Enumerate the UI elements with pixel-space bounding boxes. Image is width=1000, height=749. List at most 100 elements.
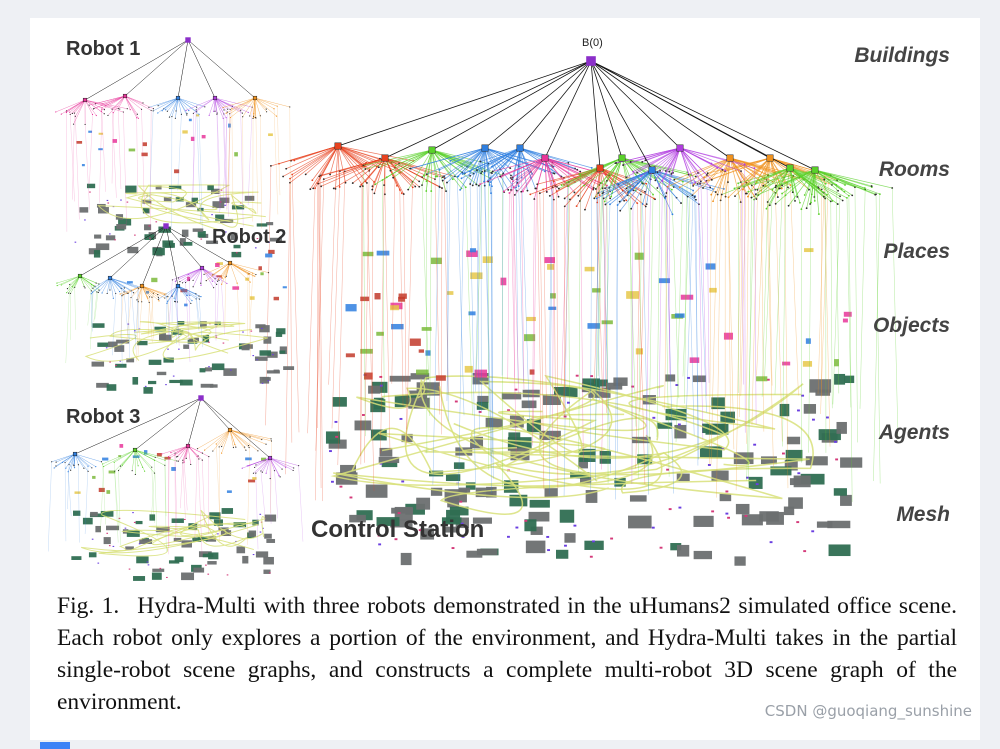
place-node (414, 185, 417, 188)
mesh-block (200, 383, 214, 388)
room-place-edge (500, 157, 546, 177)
room-place-edge (769, 157, 838, 181)
room-place-edge (519, 147, 592, 169)
place-node (636, 171, 638, 174)
room-node (227, 427, 233, 433)
place-node (201, 459, 203, 461)
place-mesh-edge (537, 184, 542, 431)
mesh-marker (707, 464, 711, 466)
mesh-block (94, 234, 102, 239)
mesh-marker (812, 418, 815, 421)
place-node (373, 192, 376, 195)
object-node (232, 286, 240, 290)
room-node (596, 164, 604, 172)
place-node (602, 197, 605, 200)
room-place-edge (134, 449, 156, 458)
mesh-block (328, 439, 347, 449)
place-node (257, 450, 259, 452)
room-place-edge (569, 167, 601, 200)
room-place-edge (229, 429, 272, 440)
place-node (656, 171, 659, 174)
mesh-block (544, 488, 558, 498)
mesh-block (475, 487, 494, 498)
place-mesh-edge (270, 478, 272, 524)
place-mesh-edge (384, 194, 391, 451)
mesh-block (135, 520, 143, 525)
mesh-block (379, 447, 393, 457)
room-place-edge (167, 97, 179, 112)
object-node (196, 114, 200, 117)
object-node (843, 311, 852, 317)
room-place-edge (187, 445, 191, 465)
place-node (204, 106, 206, 108)
mesh-block (770, 466, 792, 476)
mesh-block (501, 392, 522, 400)
mesh-block (210, 188, 220, 194)
mesh-block (97, 342, 111, 347)
room-place-edge (359, 157, 386, 187)
object-node (466, 250, 478, 257)
place-node (187, 294, 189, 296)
mesh-marker (138, 543, 141, 545)
place-node (768, 204, 771, 207)
mesh-marker (207, 573, 210, 575)
place-node (119, 108, 121, 110)
place-node (694, 175, 697, 178)
place-node (776, 196, 779, 198)
room-place-edge (124, 95, 142, 110)
agent-trajectory (125, 191, 259, 227)
object-node (680, 294, 694, 300)
object-node (363, 372, 373, 380)
mesh-block (142, 208, 149, 213)
place-node (192, 279, 194, 282)
object-node (468, 311, 476, 316)
mesh-marker (165, 384, 167, 386)
place-mesh-edge (382, 179, 385, 404)
place-node (625, 187, 628, 190)
mesh-block (114, 345, 125, 352)
place-node (73, 112, 76, 114)
room-place-edge (70, 99, 86, 115)
mesh-block (553, 386, 578, 397)
mesh-block (416, 497, 431, 510)
room-place-edge (679, 147, 742, 172)
mesh-block (248, 530, 257, 537)
place-mesh-edge (65, 284, 70, 364)
mesh-marker (459, 500, 463, 503)
place-node (235, 446, 237, 448)
room-node (726, 154, 734, 162)
place-mesh-edge (446, 160, 451, 401)
mesh-block (400, 552, 412, 566)
mesh-block (266, 222, 274, 226)
object-node (81, 164, 85, 167)
place-node (639, 193, 642, 196)
mesh-block (340, 464, 357, 475)
layer-label-agents: Agents (878, 421, 950, 444)
object-node (524, 334, 536, 342)
place-mesh-edge (134, 288, 139, 350)
mesh-block (218, 527, 229, 531)
object-node (76, 140, 83, 144)
mesh-block (711, 397, 725, 410)
mesh-block (283, 366, 295, 370)
place-node (106, 292, 108, 295)
place-node (623, 199, 626, 202)
mesh-block (152, 568, 165, 572)
room-place-edge (260, 457, 271, 472)
place-mesh-edge (366, 182, 375, 492)
object-node (474, 369, 488, 378)
mesh-block (183, 241, 193, 246)
room-place-edge (789, 167, 796, 201)
mesh-block (163, 196, 172, 202)
place-mesh-edge (175, 301, 180, 339)
place-node (710, 178, 713, 181)
mesh-block (207, 185, 214, 191)
room-place-edge (814, 169, 820, 215)
room-place-edge (141, 285, 160, 302)
place-node (396, 184, 398, 187)
mesh-block (465, 482, 476, 490)
room-place-edge (371, 157, 386, 190)
place-node (878, 193, 881, 196)
object-node (374, 293, 381, 300)
room-place-edge (621, 157, 629, 192)
